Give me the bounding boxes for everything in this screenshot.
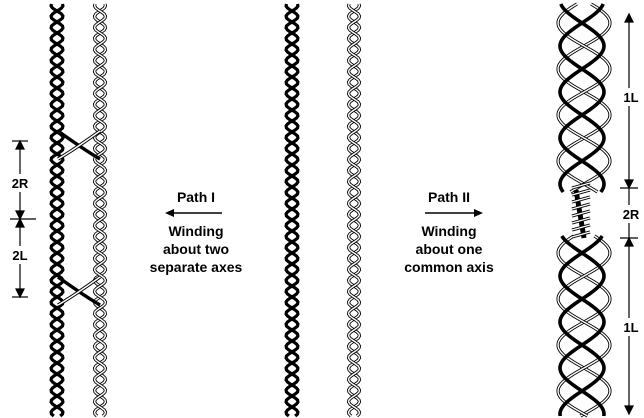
- helix-strand: [347, 3, 361, 417]
- coil-turn: [571, 196, 591, 203]
- path-one-line-3: separate axes: [150, 259, 243, 275]
- left-panel-separate-axes: 2R 2L: [4, 3, 108, 418]
- arrow-left-icon: [165, 209, 222, 217]
- dim-mask: [4, 246, 36, 264]
- left-dim-2r: 2R: [12, 176, 29, 191]
- dim-mask: [618, 318, 644, 336]
- left-light-helix: [92, 3, 108, 418]
- wound-strand: [558, 234, 606, 417]
- dim-mask: [4, 174, 36, 192]
- right-dim-1l-top: 1L: [623, 90, 638, 105]
- helix-strand: [93, 3, 107, 417]
- path-one-label: Path I Winding about two separate axes: [150, 189, 243, 275]
- right-dim-1l-bottom: 1L: [623, 320, 638, 335]
- path-one-line-2: about two: [163, 241, 229, 257]
- helix-strand: [347, 3, 361, 417]
- helix-strand: [49, 3, 65, 418]
- coil-turn: [571, 210, 591, 217]
- center-panel-parallel-helices: [284, 3, 362, 418]
- coil-turn: [571, 217, 591, 224]
- path-two-title: Path II: [428, 189, 470, 205]
- left-dimension-bar: [10, 139, 36, 299]
- wound-strand: [558, 3, 606, 194]
- path-two-line-1: Winding: [421, 223, 476, 239]
- crossover-strands: [57, 129, 101, 307]
- arrow-right-icon: [425, 209, 483, 217]
- coil-turn: [571, 224, 591, 231]
- wound-strand: [557, 3, 611, 193]
- helix-strand: [284, 3, 300, 418]
- left-dark-helix: [49, 3, 65, 418]
- coil-turn: [571, 203, 591, 210]
- coil-turn: [571, 231, 591, 238]
- helix-strand: [284, 3, 300, 418]
- right-wound-strands: [556, 2, 612, 418]
- path-two-line-3: common axis: [404, 259, 494, 275]
- coil-turn: [571, 182, 591, 189]
- dim-mask: [618, 205, 644, 223]
- path-two-line-2: about one: [416, 241, 483, 257]
- center-dark-helix: [284, 3, 300, 418]
- helix-strand: [93, 3, 107, 417]
- right-dim-2r: 2R: [623, 207, 640, 222]
- path-one-line-1: Winding: [168, 223, 223, 239]
- right-panel-common-axis: 1L 2R 1L: [556, 2, 644, 418]
- dim-mask: [618, 88, 644, 106]
- crossover-strand: [57, 276, 101, 306]
- crossover-strand: [57, 130, 101, 160]
- path-one-title: Path I: [177, 189, 215, 205]
- helix-strand: [49, 3, 65, 418]
- wound-strand: [558, 234, 606, 417]
- wound-strand: [557, 235, 611, 417]
- central-coil: [571, 181, 591, 239]
- left-dim-2l: 2L: [12, 248, 27, 263]
- path-two-label: Path II Winding about one common axis: [404, 189, 494, 275]
- coil-turn: [571, 189, 591, 196]
- center-light-helix: [346, 3, 362, 418]
